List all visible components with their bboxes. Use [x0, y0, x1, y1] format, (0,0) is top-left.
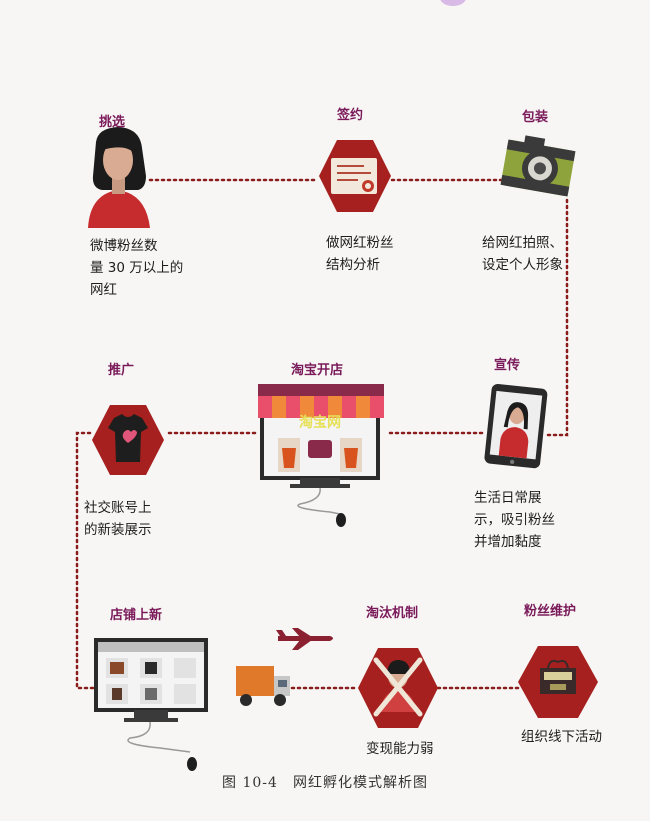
corner-decoration	[440, 0, 466, 6]
delivery-truck-icon	[236, 666, 290, 706]
step-desc-xuanchuan: 生活日常展 示，吸引粉丝 并增加黏度	[474, 490, 555, 550]
tablet-portrait-icon	[484, 383, 548, 469]
flow-line-right-down	[546, 198, 569, 437]
step-title-tiaoxuan: 挑选	[99, 115, 126, 130]
woman-portrait-icon	[88, 127, 150, 228]
shop-sign-text: 淘宝网	[299, 414, 341, 431]
step-title-tuiguang: 推广	[108, 363, 135, 378]
step-desc-tiaoxuan: 微博粉丝数 量 30 万以上的 网红	[90, 238, 184, 298]
storefront-icon	[258, 384, 384, 527]
step-title-qianyue: 签约	[337, 108, 364, 123]
step-desc-elimination: 变现能力弱	[366, 741, 434, 757]
step-title-shop-new: 店铺上新	[110, 608, 163, 623]
step-desc-qianyue: 做网红粉丝 结构分析	[326, 235, 394, 273]
gift-box-icon	[518, 646, 598, 718]
step-title-xuanchuan: 宣传	[494, 358, 521, 373]
figure-caption: 图 10-4 网红孵化模式解析图	[222, 775, 428, 791]
camera-icon	[500, 135, 576, 197]
person-crossed-out-icon	[358, 648, 438, 728]
step-desc-baozhuang: 给网红拍照、 设定个人形象	[482, 235, 563, 273]
step-title-taobao-shop: 淘宝开店	[291, 363, 344, 378]
airplane-icon	[276, 628, 333, 650]
step-title-elimination: 淘汰机制	[366, 606, 419, 621]
monitor-shop-icon	[94, 638, 208, 771]
step-desc-tuiguang: 社交账号上 的新装展示	[84, 500, 152, 538]
flow-line-left-down	[75, 431, 97, 690]
step-title-fan-care: 粉丝维护	[524, 604, 577, 619]
step-title-baozhuang: 包装	[522, 110, 549, 125]
tshirt-icon	[92, 405, 164, 475]
contract-certificate-icon	[319, 140, 391, 212]
step-desc-fan-care: 组织线下活动	[521, 729, 602, 745]
